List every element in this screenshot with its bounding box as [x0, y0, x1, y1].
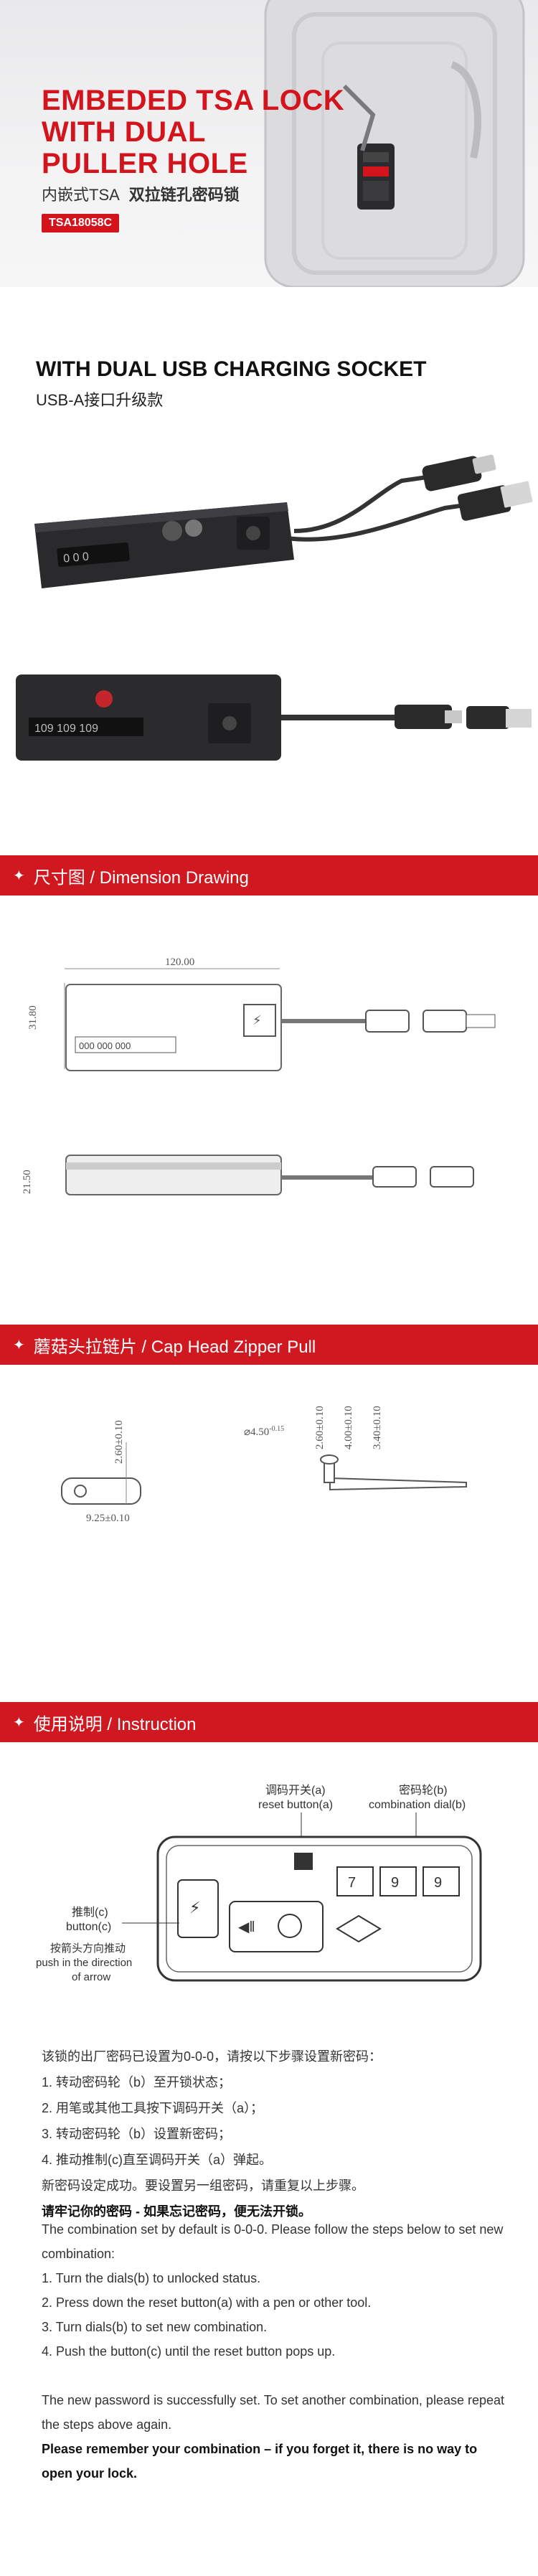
hero-title-line: WITH DUAL — [42, 116, 206, 148]
lightning-icon: ⚡ — [189, 1899, 200, 1917]
callout-c-cn: 推制(c) — [72, 1906, 108, 1919]
combination-dials: 7 9 9 — [336, 1866, 460, 1896]
zipper-right-b: 4.00±0.10 — [343, 1406, 354, 1449]
arrow-note-cn: 按箭头方向推动 — [50, 1942, 126, 1955]
lightning-icon: ⚡ — [253, 1013, 262, 1028]
svg-text:9: 9 — [391, 1875, 399, 1891]
callout-a-en: reset button(a) — [258, 1799, 333, 1811]
section-bar-zipper: ✦ 蘑菇头拉链片 / Cap Head Zipper Pull — [0, 1325, 538, 1365]
suitcase-illustration — [264, 0, 525, 287]
en-step: 2. Press down the reset button(a) with a… — [42, 2295, 372, 2310]
cn-step: 4. 推动推制(c)直至调码开关（a）弹起。 — [42, 2153, 273, 2167]
depth-dimension: 21.50 — [22, 1170, 33, 1194]
tsa-diamond-icon — [336, 1914, 382, 1943]
section-bar-instruction: ✦ 使用说明 / Instruction — [0, 1702, 538, 1742]
arrow-note-en-2: of arrow — [72, 1971, 110, 1983]
arrow-note-en-1: push in the direction — [36, 1957, 132, 1969]
hero-title: EMBEDED TSA LOCK WITH DUAL PULLER HOLE — [42, 85, 415, 179]
section-label: 蘑菇头拉链片 / Cap Head Zipper Pull — [33, 1337, 316, 1357]
hero-subtitle: 内嵌式TSA 双拉链孔密码锁 — [42, 182, 240, 205]
section-label: 使用说明 / Instruction — [33, 1714, 197, 1734]
zipper-pull-drawing: 2.60±0.10 9.25±0.10 ⌀4.50-0.15 2.60±0.10… — [61, 1406, 467, 1524]
cn-step: 3. 转动密码轮（b）设置新密码； — [42, 2127, 232, 2141]
model-badge: TSA18058C — [42, 214, 120, 232]
zipper-right-c: 3.40±0.10 — [372, 1406, 383, 1449]
hero-subtitle-a: 内嵌式TSA — [42, 186, 119, 204]
callout-b-en: combination dial(b) — [369, 1799, 466, 1811]
cn-step: 2. 用笔或其他工具按下调码开关（a）； — [42, 2101, 264, 2115]
en-step: 3. Turn dials(b) to set new combination. — [42, 2320, 268, 2334]
dimension-drawing: 120.00 31.80 000 000 000 ⚡ 21.50 — [22, 956, 496, 1195]
callout-c-en: button(c) — [66, 1921, 111, 1933]
zipper-left-width: 9.25±0.10 — [86, 1513, 130, 1524]
zipper-diameter: ⌀4.50-0.15 — [244, 1425, 284, 1438]
product-photo-angled: 0 0 0 — [34, 454, 533, 588]
en-step: 4. Push the button(c) until the reset bu… — [42, 2344, 336, 2359]
svg-text:000 000 000: 000 000 000 — [79, 1040, 131, 1051]
cn-done: 新密码设定成功。要设置另一组密码，请重复以上步骤。 — [42, 2178, 364, 2193]
section-label: 尺寸图 / Dimension Drawing — [33, 868, 249, 888]
product-photo-front: 109 109 109 — [16, 674, 532, 761]
hero-title-line: PULLER HOLE — [42, 148, 248, 179]
svg-text:9: 9 — [434, 1875, 442, 1891]
arrow-icon: ◀‖ — [238, 1919, 255, 1935]
instructions-chinese: 该锁的出厂密码已设置为0-0-0，请按以下步骤设置新密码： 1. 转动密码轮（b… — [42, 2044, 508, 2224]
zipper-left-height: 2.60±0.10 — [113, 1420, 125, 1464]
instruction-diagram: 调码开关(a) reset button(a) 密码轮(b) combinati… — [36, 1784, 482, 1983]
svg-text:109 109 109: 109 109 109 — [34, 723, 98, 735]
usb-section-subtitle: USB-A接口升级款 — [36, 391, 164, 409]
en-done: The new password is successfully set. To… — [42, 2393, 505, 2432]
section-bar-dimension: ✦ 尺寸图 / Dimension Drawing — [0, 855, 538, 896]
star-icon: ✦ — [13, 1337, 25, 1353]
hero-banner: EMBEDED TSA LOCK WITH DUAL PULLER HOLE 内… — [0, 0, 538, 287]
svg-text:7: 7 — [348, 1875, 356, 1891]
width-dimension: 120.00 — [165, 956, 194, 968]
hero-subtitle-b: 双拉链孔密码锁 — [128, 186, 240, 204]
en-step: 1. Turn the dials(b) to unlocked status. — [42, 2271, 261, 2285]
en-warning: Please remember your combination – if yo… — [42, 2442, 478, 2481]
zipper-right-a: 2.60±0.10 — [314, 1406, 326, 1449]
hero-title-line: EMBEDED TSA LOCK — [42, 85, 345, 116]
star-icon: ✦ — [13, 1714, 25, 1731]
cn-warning: 请牢记你的密码 - 如果忘记密码，便无法开锁。 — [42, 2204, 311, 2219]
en-intro: The combination set by default is 0-0-0.… — [42, 2222, 504, 2261]
callout-b-cn: 密码轮(b) — [399, 1784, 448, 1797]
cn-step: 1. 转动密码轮（b）至开锁状态； — [42, 2075, 232, 2090]
instructions-english: The combination set by default is 0-0-0.… — [42, 2217, 508, 2486]
usb-section-title: WITH DUAL USB CHARGING SOCKET — [36, 357, 427, 381]
callout-a-cn: 调码开关(a) — [265, 1784, 326, 1797]
star-icon: ✦ — [13, 868, 25, 884]
height-dimension: 31.80 — [27, 1005, 39, 1030]
cn-intro: 该锁的出厂密码已设置为0-0-0，请按以下步骤设置新密码： — [42, 2049, 382, 2064]
svg-text:0 0 0: 0 0 0 — [63, 551, 90, 565]
